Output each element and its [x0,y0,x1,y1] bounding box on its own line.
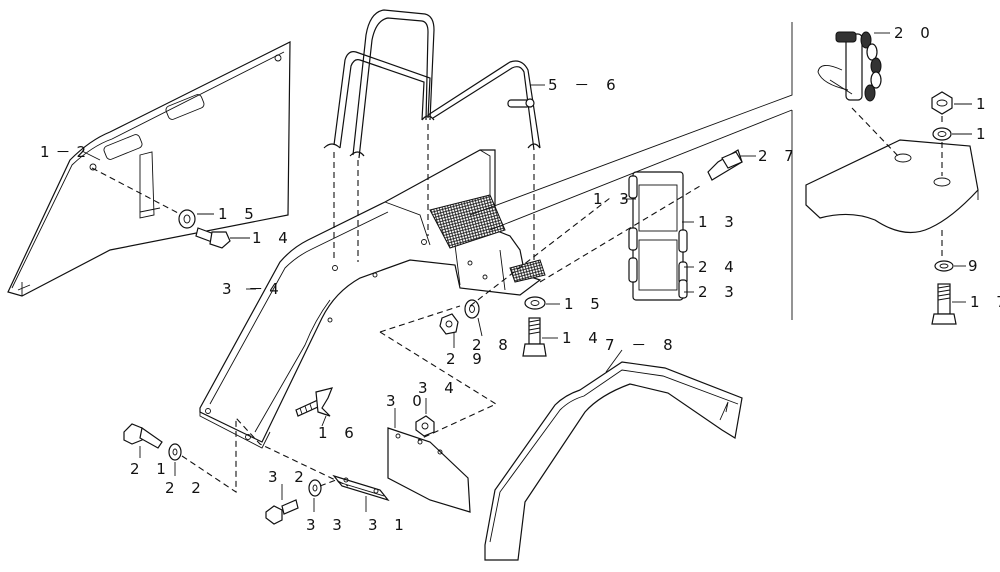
bolt-32 [265,499,299,525]
clamp-strip-31 [332,474,390,502]
upper-step-tread [429,194,506,249]
label-14-left: 1 4 [252,229,294,247]
label-19: 1 9 [976,95,1000,113]
label-29: 2 9 [446,350,488,368]
label-32: 3 2 [268,468,310,486]
bolt-14-left [195,227,231,249]
label-15-left: 1 5 [218,205,260,223]
ladder-assembly [628,171,688,301]
washer-28 [464,299,480,319]
label-24: 2 4 [698,258,740,276]
mud-flap-30 [387,427,471,513]
label-15-right: 1 5 [564,295,606,313]
bolt-14-right [522,317,547,357]
label-34: 3 4 [418,379,460,397]
label-9: 9 [968,257,984,275]
handle-mount-lines [333,124,535,262]
assembly-lines [91,167,701,494]
label-33: 3 3 [306,516,348,534]
washer-33 [308,479,322,497]
label-7-8: 7 － 8 [605,336,679,354]
bolt-21 [123,423,163,449]
washer-15-left [178,209,196,229]
bolt-27 [707,149,743,181]
label-28: 2 8 [472,336,514,354]
washer-18 [932,127,952,141]
label-23: 2 3 [698,283,740,301]
lock-pin-20 [817,31,882,102]
main-fender [199,149,546,449]
leader-lines [81,32,972,512]
label-22: 2 2 [165,479,207,497]
label-30: 3 0 [386,392,428,410]
grab-handle-rails [323,9,541,159]
washer-15-right [524,296,546,310]
fender-trim [484,361,743,561]
chain-links [860,31,882,102]
label-3-4: 3 －4 [222,280,285,298]
nut-19 [931,91,953,115]
label-18: 1 8 [976,125,1000,143]
label-17: 1 7 [970,293,1000,311]
side-shield-panel [7,41,291,297]
bolt-17 [931,283,957,325]
washer-9 [934,260,954,272]
washer-22 [168,443,182,461]
label-21: 2 1 [130,460,172,478]
label-1-2: 1－2 [40,143,92,161]
nut-29 [439,313,459,335]
label-5-6: 5 － 6 [548,76,622,94]
mount-plate [805,139,979,234]
label-20: 2 0 [894,24,936,42]
label-27: 2 7 [758,147,800,165]
label-13-b: 1 3 [698,213,740,231]
label-14-right: 1 4 [562,329,604,347]
wing-bolt-16 [295,387,333,417]
inset-divider [469,22,793,320]
label-13-a: 1 3 [593,190,635,208]
callout-labels: 1－2 1 5 1 4 3 －4 5 － 6 2 7 1 3 1 3 2 4 2… [40,24,1000,534]
label-31: 3 1 [368,516,410,534]
nut-34 [415,415,435,437]
lower-step-tread [509,259,546,283]
label-16: 1 6 [318,424,360,442]
